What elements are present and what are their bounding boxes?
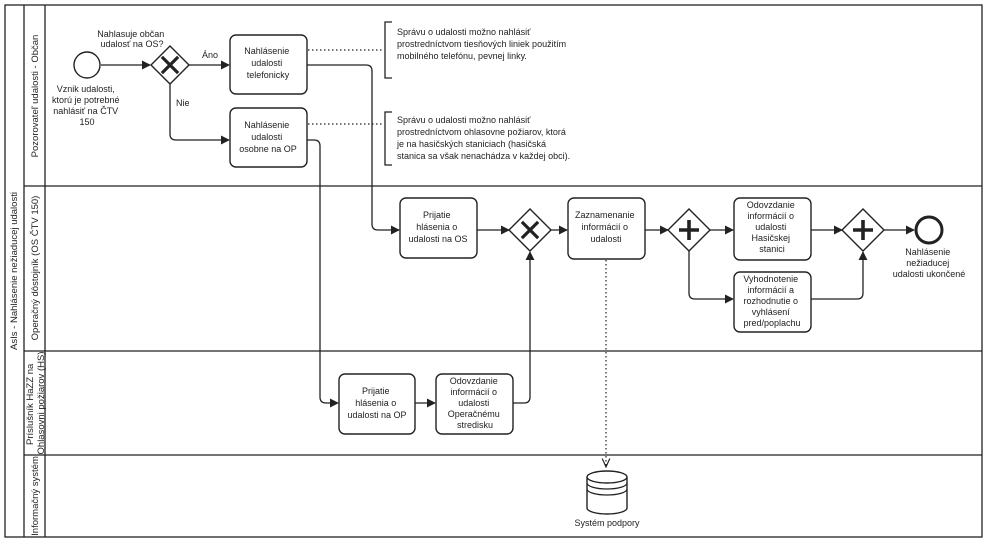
task-record-information: Zaznamenanie informácií o udalosti (567, 197, 646, 260)
svg-text:Nahlásenie udalosti: Nahlásenie udalosti osobne na OP (239, 120, 297, 154)
annotation-phone-note: Správu o udalosti možno nahlásiť prostre… (384, 21, 569, 79)
svg-text:Správu o udalosti možno nahlás: Správu o udalosti možno nahlásiť prostre… (397, 27, 569, 61)
decision-no-label: Nie (176, 98, 190, 108)
task-handover-to-operations-center: Odovzdanie informácií o udalosti Operačn… (435, 373, 514, 435)
svg-text:Odovzdanie informácií o: Odovzdanie informácií o udalosti Hasičsk… (747, 200, 798, 254)
start-event: Vznik udalosti, ktorú je potrebné nahlás… (52, 51, 122, 127)
task-receive-report-os: Prijatie hlásenia o udalosti na OS (399, 197, 478, 259)
svg-text:Správu o udalosti možno nahlás: Správu o udalosti možno nahlásiť prostre… (396, 115, 570, 161)
task-receive-report-op: Prijatie hlásenia o udalosti na OP (338, 373, 416, 435)
lane-label-info-system: Informačný systém (30, 456, 41, 536)
decision-gateway: Nahlasuje občan udalosť na OS? Áno Nie (97, 29, 218, 108)
flow-person-to-receive-op (307, 139, 339, 408)
end-event: Nahlásenie nežiaducej udalosti ukončené (893, 215, 966, 279)
parallel-join-gateway (841, 208, 885, 252)
svg-text:Prijatie hlásenia o: Prijatie hlásenia o udalosti na OP (347, 386, 406, 420)
lane-label-citizen: Pozorovateľ udalosti - Občan (30, 35, 41, 158)
flow-and-to-evaluate (688, 251, 734, 304)
svg-text:Nahlásenie udalosti: Nahlásenie udalosti telefonicky (244, 46, 292, 80)
svg-text:Zaznamenanie informácií: Zaznamenanie informácií o udalosti (575, 210, 637, 244)
flow-handover-os-to-xor (513, 251, 535, 404)
task-report-by-phone: Nahlásenie udalosti telefonicky (229, 34, 308, 95)
svg-text:Prijatie hlásenia o: Prijatie hlásenia o udalosti na OS (408, 210, 467, 244)
decision-yes-label: Áno (202, 50, 218, 60)
database-icon: Systém podpory (574, 470, 640, 528)
task-report-in-person: Nahlásenie udalosti osobne na OP (229, 107, 308, 168)
task-evaluate-and-decide: Vyhodnotenie informácií a rozhodnutie o … (733, 271, 812, 333)
merge-gateway (508, 208, 552, 252)
plus-icon (679, 220, 699, 240)
start-event-label: Vznik udalosti, ktorú je potrebné nahlás… (52, 84, 122, 127)
lane-label-firefighter: Príslušník HaZZ na Ohlasovni požiarov (H… (25, 352, 47, 455)
pool-label: AsIs - Nahlásenie nežiaducej udalosti (9, 192, 20, 350)
svg-text:Odovzdanie informácií o: Odovzdanie informácií o udalosti Operačn… (448, 376, 503, 430)
flow-phone-to-receive-os (307, 64, 400, 235)
x-icon (520, 220, 540, 240)
lane-label-operator: Operačný dôstojník (OS ČTV 150) (30, 196, 41, 341)
flow-gateway-to-person (169, 84, 230, 145)
task-handover-to-fire-station: Odovzdanie informácií o udalosti Hasičsk… (733, 197, 812, 261)
decision-gateway-question: Nahlasuje občan udalosť na OS? (97, 29, 167, 49)
pool-border (4, 4, 983, 538)
annotation-person-note: Správu o udalosti možno nahlásiť prostre… (384, 111, 570, 166)
x-icon (160, 55, 180, 75)
parallel-split-gateway (667, 208, 711, 252)
end-event-label: Nahlásenie nežiaducej udalosti ukončené (893, 247, 966, 279)
datastore-label: Systém podpory (574, 518, 640, 528)
flow-evaluate-to-join (811, 251, 868, 300)
svg-text:Vyhodnotenie informácií: Vyhodnotenie informácií a rozhodnutie o … (743, 274, 800, 328)
sequence-flows (101, 60, 915, 408)
plus-icon (853, 220, 873, 240)
